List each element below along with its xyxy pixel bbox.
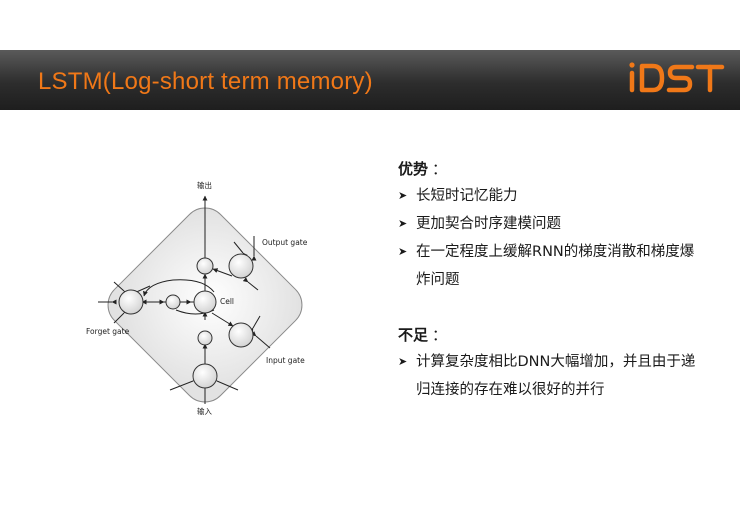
idst-logo	[629, 62, 725, 93]
input-label: 输入	[197, 406, 212, 416]
output-multiply-node	[196, 257, 214, 275]
list-item: ➤ 计算复杂度相比DNN大幅增加，并且由于递归连接的存在难以很好的并行	[398, 348, 708, 404]
list-item: ➤ 长短时记忆能力	[398, 182, 708, 210]
input-gate-label: Input gate	[266, 356, 305, 365]
forget-gate-label: Forget gate	[86, 327, 130, 336]
arrow-bullet-icon: ➤	[398, 355, 408, 368]
input-multiply-node	[197, 330, 213, 346]
forget-gate-node	[118, 289, 144, 315]
output-gate-label: Output gate	[262, 238, 308, 247]
title-bar: LSTM(Log-short term memory)	[0, 50, 740, 110]
input-gate-node	[228, 322, 254, 348]
slide-title: LSTM(Log-short term memory)	[38, 68, 373, 95]
list-item: ➤ 更加契合时序建模问题	[398, 210, 708, 238]
peephole-node	[165, 294, 181, 310]
cell-label: Cell	[220, 297, 234, 306]
cell-node	[193, 290, 217, 314]
output-label: 输出	[197, 180, 212, 190]
lstm-diagram: 输出 Output gate Cell Forget gate Input ga…	[86, 180, 308, 416]
advantages-heading: 优势：	[398, 160, 448, 178]
input-node	[192, 363, 218, 389]
arrow-bullet-icon: ➤	[398, 245, 408, 258]
list-item: ➤ 在一定程度上缓解RNN的梯度消散和梯度爆炸问题	[398, 238, 708, 294]
content-panel: 优势： ➤ 长短时记忆能力 ➤ 更加契合时序建模问题 ➤ 在一定程度上缓解RNN…	[398, 156, 708, 404]
arrow-bullet-icon: ➤	[398, 189, 408, 202]
disadvantages-heading: 不足：	[398, 326, 448, 344]
output-gate-node	[228, 253, 254, 279]
arrow-bullet-icon: ➤	[398, 217, 408, 230]
